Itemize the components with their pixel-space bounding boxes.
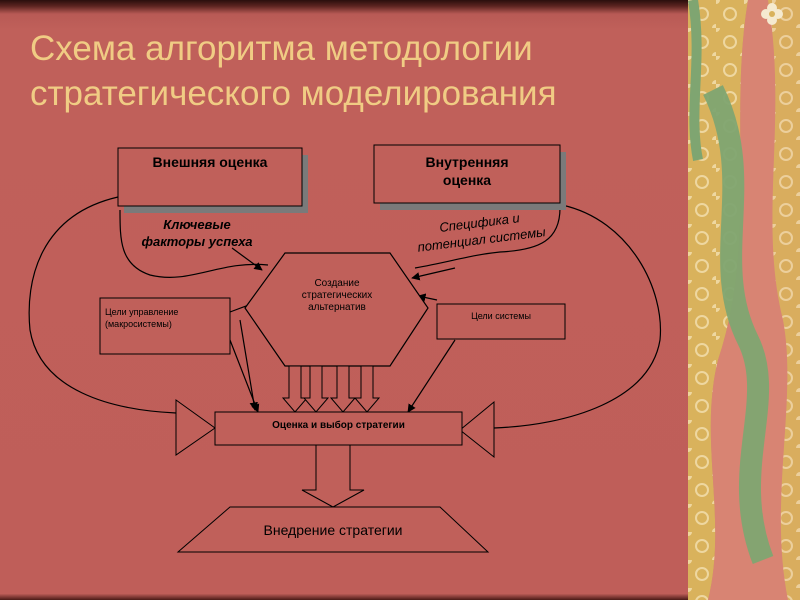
right-feedback-loop — [493, 204, 662, 429]
create-alternatives-line-2: стратегических — [301, 290, 373, 301]
right-triangle-arrow — [459, 400, 495, 459]
assess-select-strategy-box — [214, 411, 463, 446]
internal-assessment-label: Внутренняя оценка — [374, 153, 560, 189]
arrow-system-to-assessment — [407, 339, 456, 413]
external-assessment-box — [117, 147, 303, 207]
arrow-hexagon-left-to-assessment — [239, 319, 258, 411]
down-block-arrow-large — [301, 444, 365, 508]
system-specifics-wave — [414, 207, 561, 269]
key-success-factors-label: Ключевые факторы успеха — [122, 216, 272, 250]
flower-ornament-icon — [761, 3, 783, 25]
implement-strategy-label: Внедрение стратегии — [263, 522, 403, 538]
arrow-system-to-hexagon — [417, 293, 438, 302]
create-alternatives-line-3: альтернатив — [308, 302, 366, 313]
management-goals-box — [99, 297, 231, 355]
slide-bottom-edge — [0, 594, 688, 600]
internal-assessment-box — [373, 144, 561, 204]
internal-assessment-line-2: оценка — [442, 172, 492, 188]
key-success-factors-line-1: Ключевые — [163, 217, 231, 232]
system-goals-label: Цели системы — [471, 311, 531, 321]
down-block-arrows — [281, 365, 381, 413]
system-goals-box — [436, 303, 566, 340]
decorative-ornament-panel — [688, 0, 800, 600]
management-goals-line-1: Цели управление — [105, 307, 179, 317]
algorithm-diagram — [28, 144, 662, 553]
management-goals-line-2: (макросистемы) — [105, 319, 172, 329]
title-line-2: стратегического моделирования — [30, 74, 557, 113]
create-alternatives-label: Создание стратегических альтернатив — [272, 278, 402, 314]
create-alternatives-hexagon — [244, 252, 429, 367]
left-feedback-loop — [28, 196, 177, 414]
assess-select-strategy-label: Оценка и выбор стратегии — [272, 420, 405, 431]
left-triangle-arrow — [175, 399, 216, 456]
internal-assessment-line-1: Внутренняя — [425, 154, 509, 170]
arrow-to-hexagon-left — [231, 247, 263, 271]
slide-title: Схема алгоритма методологии стратегическ… — [30, 26, 670, 116]
implement-strategy-trapezoid — [176, 506, 490, 553]
create-alternatives-line-1: Создание — [314, 278, 360, 289]
external-assessment-label: Внешняя оценка — [152, 154, 268, 170]
management-goals-label: Цели управление (макросистемы) — [105, 306, 227, 330]
arrow-to-hexagon-right — [411, 267, 456, 281]
title-line-1: Схема алгоритма методологии — [30, 29, 533, 68]
key-factors-wave — [119, 209, 269, 278]
key-success-factors-line-2: факторы успеха — [141, 234, 253, 249]
